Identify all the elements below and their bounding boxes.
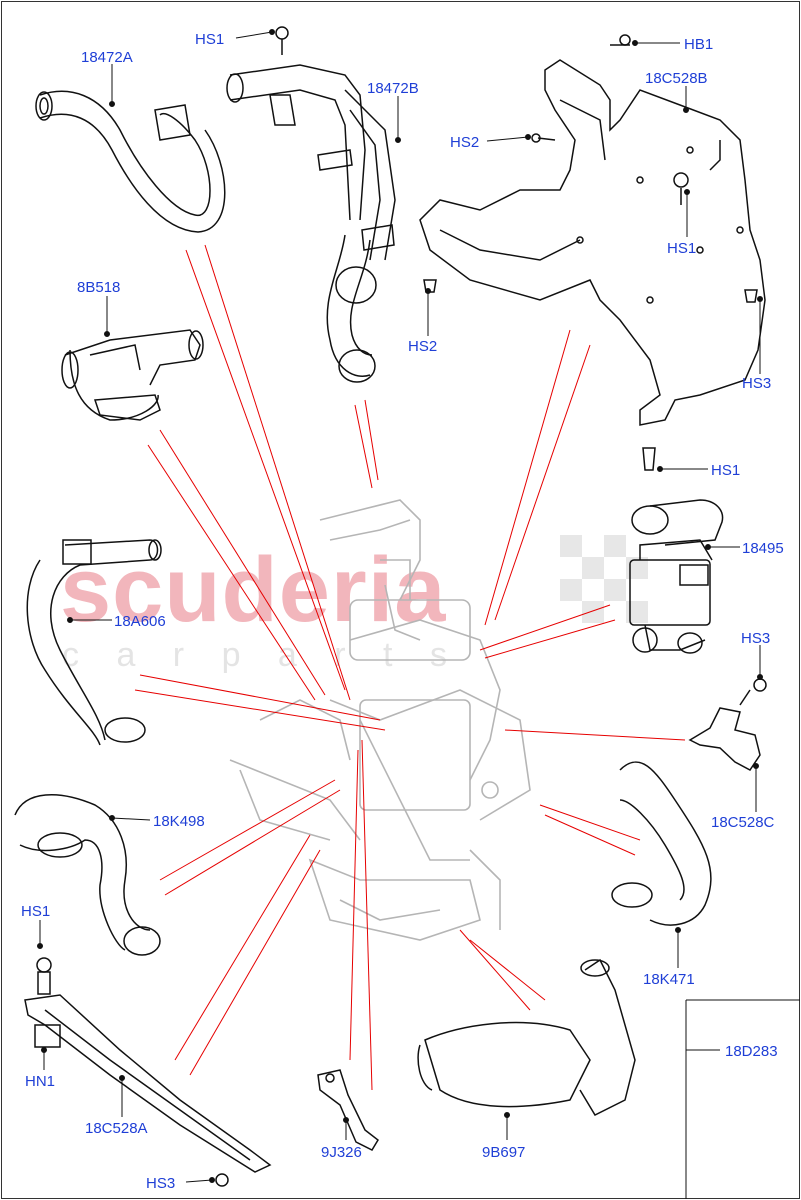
label-9b697: 9B697 (482, 1144, 525, 1161)
part-18472b-hose (226, 26, 396, 383)
label-18c528b: 18C528B (645, 70, 708, 87)
label-18472b: 18472B (367, 80, 419, 97)
part-8b518-pump (61, 329, 204, 421)
label-hs2-a: HS2 (450, 134, 479, 151)
part-9b697-pipe (417, 958, 636, 1116)
label-hs1-right: HS1 (711, 462, 740, 479)
central-assembly-ghost (229, 499, 531, 941)
callout-lines (37, 29, 800, 1199)
part-18472a-hose (35, 90, 226, 233)
label-hs1-mid: HS1 (667, 240, 696, 257)
label-hs3-bottom: HS3 (146, 1175, 175, 1192)
leader-lines (134, 244, 686, 1091)
part-18495-valve (629, 499, 724, 654)
part-9j326-sensor (317, 1069, 379, 1151)
label-8b518: 8B518 (77, 279, 120, 296)
label-18a606: 18A606 (114, 613, 166, 630)
label-18k471: 18K471 (643, 971, 695, 988)
label-18c528a: 18C528A (85, 1120, 148, 1137)
label-hs3-right: HS3 (742, 375, 771, 392)
label-hs1-left: HS1 (21, 903, 50, 920)
label-18d283: 18D283 (725, 1043, 778, 1060)
watermark-flag (560, 535, 648, 623)
label-hs3-mid: HS3 (741, 630, 770, 647)
part-18c528b-bracket (419, 34, 766, 471)
label-hs1-top: HS1 (195, 31, 224, 48)
label-hn1: HN1 (25, 1073, 55, 1090)
part-18a606-hose (26, 539, 162, 746)
label-hs2-b: HS2 (408, 338, 437, 355)
label-18472a: 18472A (81, 49, 133, 66)
part-18k471-hose (611, 761, 712, 926)
label-hb1: HB1 (684, 36, 713, 53)
part-18c528a-bracket (24, 957, 272, 1187)
label-18495: 18495 (742, 540, 784, 557)
label-9j326: 9J326 (321, 1144, 362, 1161)
watermark-brand: scuderia (60, 539, 447, 641)
label-18c528c: 18C528C (711, 814, 775, 831)
watermark-sub: c a r p a r t s (62, 636, 461, 674)
part-18c528c-bracket (688, 678, 767, 771)
label-18k498: 18K498 (153, 813, 205, 830)
part-18k498-hose (14, 794, 161, 956)
